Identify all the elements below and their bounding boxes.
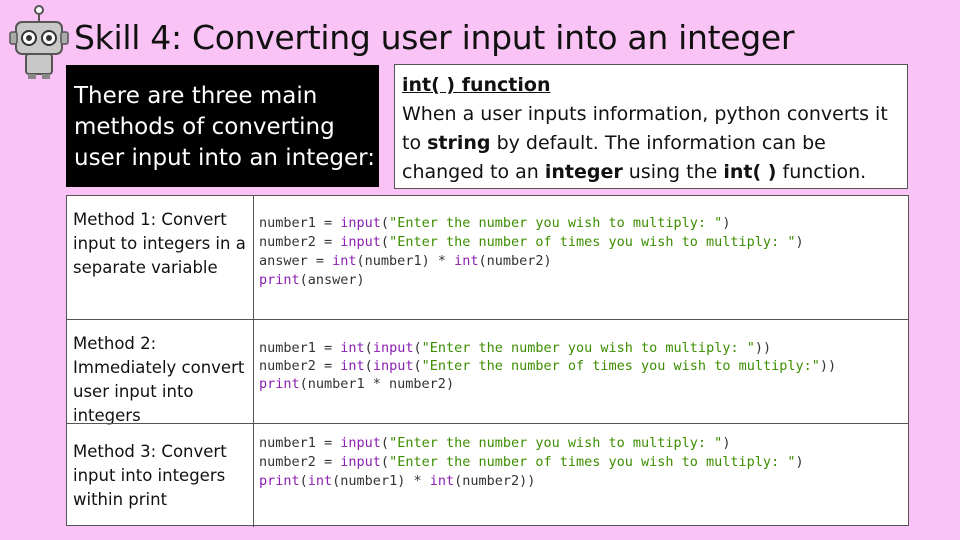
method-code: number1 = int(input("Enter the number yo…: [259, 339, 836, 393]
method-code: number1 = input("Enter the number you wi…: [259, 434, 804, 491]
definition-text: When a user inputs information, python c…: [402, 100, 901, 187]
definition-bold: integer: [544, 161, 623, 183]
definition-bold: int( ): [723, 161, 777, 183]
code-line: number2 = input("Enter the number of tim…: [259, 454, 804, 470]
definition-bold: string: [427, 132, 491, 154]
code-line: number2 = input("Enter the number of tim…: [259, 234, 804, 250]
method-row-2: Method 2: Immediately convert user input…: [67, 319, 908, 425]
method-label: Method 1: Convert input to integers in a…: [67, 196, 254, 319]
intro-text: There are three main methods of converti…: [74, 83, 375, 171]
code-line: number1 = input("Enter the number you wi…: [259, 435, 731, 451]
method-row-3: Method 3: Convert input into integers wi…: [67, 423, 908, 527]
method-code: number1 = input("Enter the number you wi…: [259, 214, 804, 290]
code-line: print(number1 * number2): [259, 376, 455, 392]
definition-title: int( ) function: [402, 74, 551, 96]
method-label: Method 3: Convert input into integers wi…: [67, 424, 254, 527]
method-row-1: Method 1: Convert input to integers in a…: [67, 196, 908, 319]
definition-part: When a user inputs information, python c…: [402, 103, 888, 154]
methods-table: Method 1: Convert input to integers in a…: [66, 195, 909, 527]
code-line: answer = int(number1) * int(number2): [259, 253, 552, 269]
robot-mascot-icon: [9, 5, 69, 79]
code-line: number1 = int(input("Enter the number yo…: [259, 340, 772, 356]
definition-part: using the: [622, 161, 724, 183]
intro-box: There are three main methods of converti…: [66, 65, 379, 187]
code-line: print(int(number1) * int(number2)): [259, 473, 536, 489]
method-label: Method 2: Immediately convert user input…: [67, 320, 254, 425]
int-function-definition: int( ) function When a user inputs infor…: [394, 64, 908, 189]
page-title: Skill 4: Converting user input into an i…: [74, 18, 795, 57]
code-line: number2 = int(input("Enter the number of…: [259, 358, 837, 374]
code-line: print(answer): [259, 272, 365, 288]
definition-part: function.: [776, 161, 867, 183]
definition-part: by default. The information can be chang…: [402, 132, 826, 183]
code-line: number1 = input("Enter the number you wi…: [259, 215, 731, 231]
